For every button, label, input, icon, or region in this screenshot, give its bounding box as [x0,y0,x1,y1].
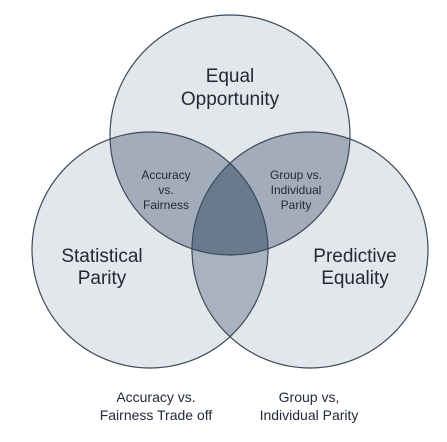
caption-left-line2: Fairness Trade off [100,407,213,423]
label-overlap-top-right-line1: Group vs. [270,168,322,182]
caption-left-line1: Accuracy vs. [116,389,195,405]
overlap-center [192,132,268,255]
label-equal-opportunity-line2: Opportunity [181,89,280,110]
label-overlap-left-top-line3: Fairness [143,198,189,212]
label-overlap-top-right-line3: Parity [281,198,312,212]
label-statistical-parity-line2: Parity [78,268,127,289]
outline-top [109,14,351,256]
outline-right [191,131,429,369]
label-overlap-top-right-line2: Individual [271,183,322,197]
label-predictive-equality-line1: Predictive [313,246,396,267]
label-statistical-parity-line1: Statistical [61,246,142,267]
label-overlap-left-top-line2: vs. [158,183,173,197]
label-overlap-left-top-line1: Accuracy [141,168,190,182]
outline-left [31,131,269,369]
label-predictive-equality-line2: Equality [321,268,389,289]
label-equal-opportunity-line1: Equal [206,66,255,87]
caption-right-line2: Individual Parity [260,407,359,423]
caption-right-line1: Group vs, [279,389,340,405]
